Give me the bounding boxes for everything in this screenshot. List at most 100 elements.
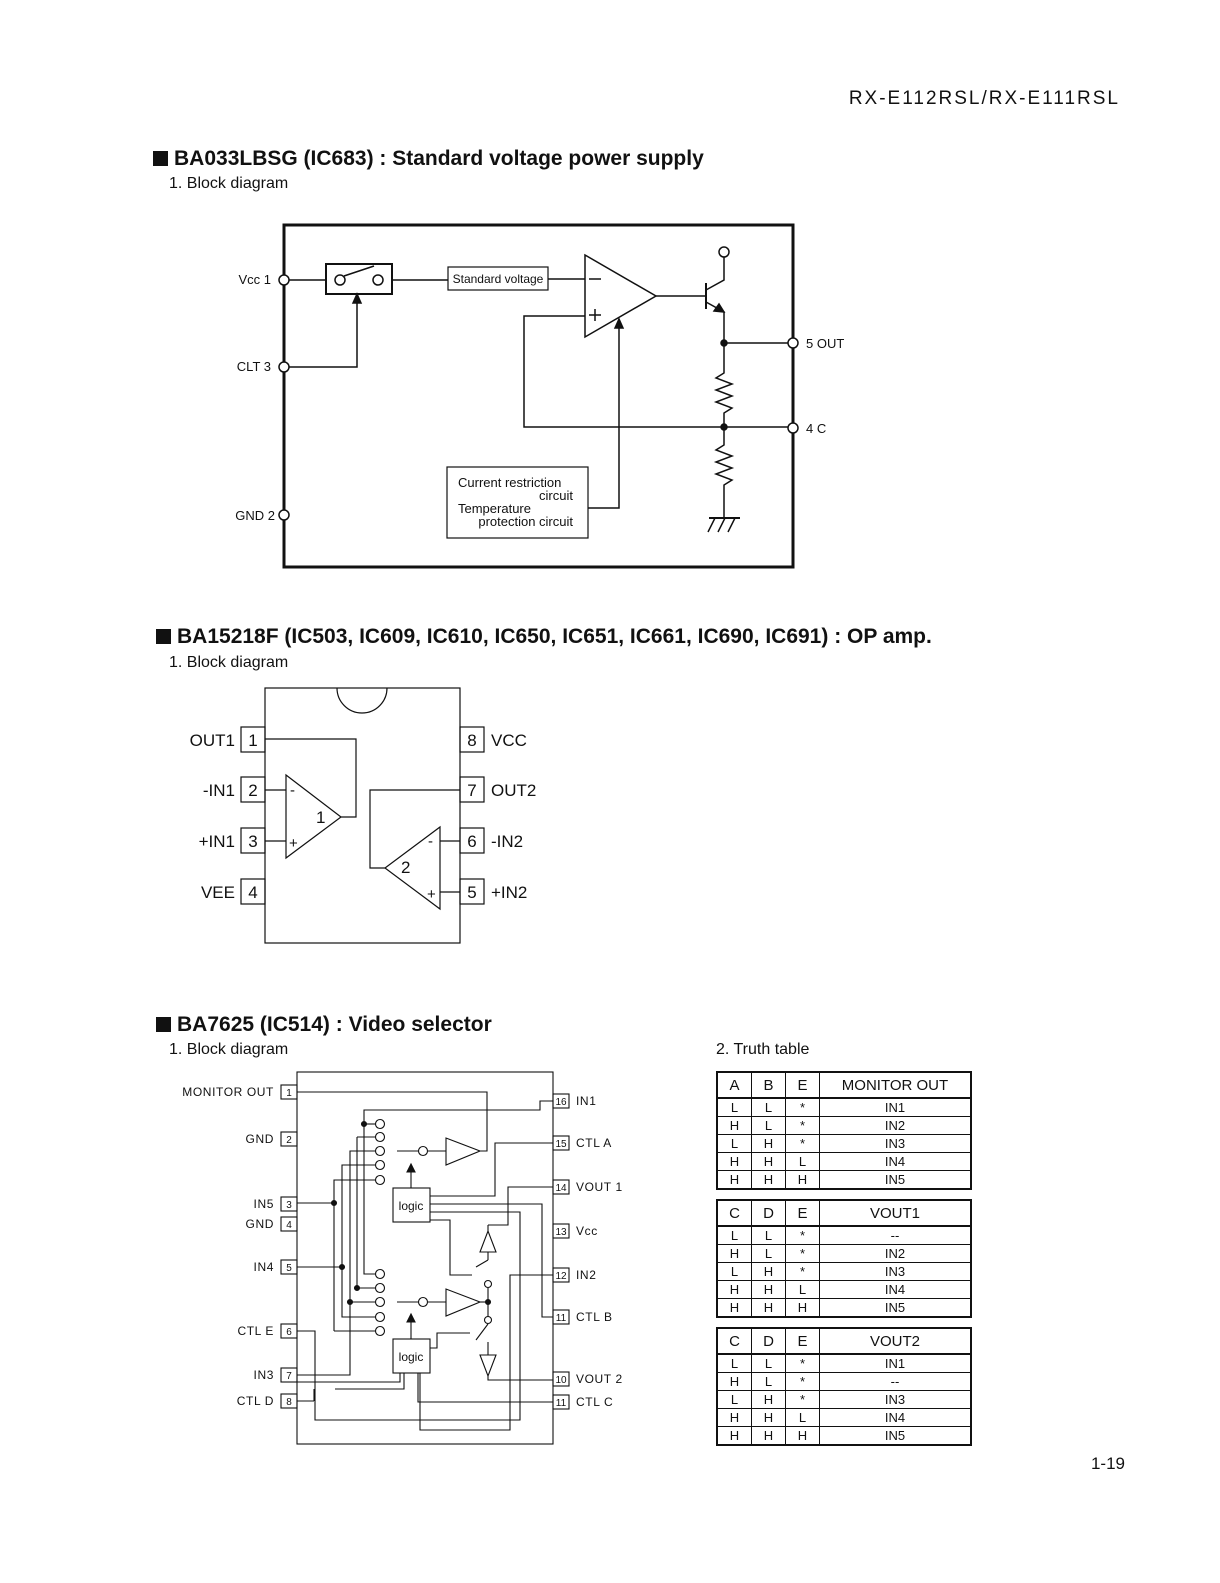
pin-number: 6 bbox=[467, 832, 476, 851]
standard-voltage-label: Standard voltage bbox=[453, 272, 544, 286]
minus-sign: - bbox=[428, 833, 433, 850]
table-cell: L bbox=[785, 1280, 820, 1299]
pin-name-monitor-out: MONITOR OUT bbox=[182, 1085, 274, 1099]
pin-name-vcc: VCC bbox=[491, 731, 527, 750]
supply-terminal-icon bbox=[718, 246, 730, 258]
table-header-cell: MONITOR OUT bbox=[819, 1071, 972, 1099]
table-cell: IN1 bbox=[819, 1353, 972, 1373]
model-number: RX-E112RSL/RX-E111RSL bbox=[848, 88, 1120, 109]
pin-number: 11 bbox=[556, 1313, 567, 1324]
table-cell: H bbox=[751, 1408, 786, 1427]
table-header-cell: VOUT2 bbox=[819, 1327, 972, 1355]
table-cell: L bbox=[716, 1262, 752, 1281]
pin-number: 4 bbox=[286, 1220, 292, 1231]
buffer-amp-icon bbox=[445, 1137, 482, 1166]
table-cell: H bbox=[751, 1390, 786, 1409]
table-header-cell: A bbox=[716, 1071, 752, 1099]
pin-label-out: 5 OUT bbox=[806, 336, 844, 351]
table-cell: L bbox=[751, 1244, 786, 1263]
table-cell: H bbox=[716, 1426, 752, 1446]
table-cell: H bbox=[751, 1170, 786, 1190]
pin-number: 8 bbox=[467, 731, 476, 750]
truth-table-title: 2. Truth table bbox=[716, 1041, 810, 1058]
pin-number: 3 bbox=[286, 1200, 292, 1211]
table-cell: H bbox=[751, 1298, 786, 1318]
section-subtitle: 1. Block diagram bbox=[169, 1041, 289, 1058]
table-cell: -- bbox=[819, 1225, 972, 1245]
opamp-1-label: 1 bbox=[316, 808, 325, 827]
table-header-cell: C bbox=[716, 1199, 752, 1227]
pin-number: 7 bbox=[286, 1371, 292, 1382]
table-cell: IN5 bbox=[819, 1426, 972, 1446]
table-cell: L bbox=[751, 1353, 786, 1373]
table-cell: * bbox=[785, 1116, 820, 1135]
table-cell: H bbox=[751, 1426, 786, 1446]
table-cell: L bbox=[751, 1225, 786, 1245]
pin-name-vee: VEE bbox=[201, 883, 235, 902]
table-cell: H bbox=[716, 1372, 752, 1391]
switch-block bbox=[325, 263, 393, 295]
table-header-cell: B bbox=[751, 1071, 786, 1099]
pin-label-vcc: Vcc 1 bbox=[238, 272, 271, 287]
table-cell: L bbox=[716, 1225, 752, 1245]
table-cell: -- bbox=[819, 1372, 972, 1391]
pin-number: 1 bbox=[286, 1088, 292, 1099]
table-cell: L bbox=[716, 1390, 752, 1409]
pin-name-in4: IN4 bbox=[254, 1260, 274, 1274]
output-buffer-icon bbox=[479, 1229, 497, 1253]
pin-name-in2-neg: -IN2 bbox=[491, 832, 523, 851]
table-cell: * bbox=[785, 1097, 820, 1117]
logic-block-2 bbox=[392, 1338, 431, 1374]
pin-name-ctl-b: CTL B bbox=[576, 1310, 613, 1324]
pin-label-clt: CLT 3 bbox=[237, 359, 271, 374]
pin-clt bbox=[278, 361, 290, 373]
temperature-label-2: protection circuit bbox=[478, 514, 573, 529]
pin-label-gnd: GND 2 bbox=[235, 508, 275, 523]
pin-name-vout1: VOUT 1 bbox=[576, 1180, 623, 1194]
table-cell: * bbox=[785, 1390, 820, 1409]
pin-c bbox=[787, 422, 799, 434]
section-subtitle: 1. Block diagram bbox=[169, 654, 289, 671]
table-cell: H bbox=[785, 1170, 820, 1190]
table-cell: H bbox=[751, 1262, 786, 1281]
pin-number: 8 bbox=[286, 1397, 292, 1408]
pin-label-c: 4 C bbox=[806, 421, 826, 436]
table-header-cell: D bbox=[751, 1327, 786, 1355]
section-title-ba7625: BA7625 (IC514) : Video selector bbox=[156, 1013, 492, 1037]
plus-sign: + bbox=[427, 886, 436, 903]
pin-name-ctl-d: CTL D bbox=[237, 1394, 274, 1408]
section-title-ba15218: BA15218F (IC503, IC609, IC610, IC650, IC… bbox=[156, 625, 932, 649]
pin-number: 16 bbox=[555, 1097, 567, 1108]
pin-out bbox=[787, 337, 799, 349]
table-cell: * bbox=[785, 1353, 820, 1373]
table-cell: H bbox=[716, 1116, 752, 1135]
table-cell: IN4 bbox=[819, 1280, 972, 1299]
current-restriction-label: Current restriction bbox=[458, 475, 561, 490]
table-cell: H bbox=[716, 1244, 752, 1263]
table-header-cell: E bbox=[785, 1071, 820, 1099]
table-cell: IN1 bbox=[819, 1097, 972, 1117]
table-cell: IN2 bbox=[819, 1244, 972, 1263]
pin-name-in2-pos: +IN2 bbox=[491, 883, 527, 902]
pin-number: 13 bbox=[555, 1227, 567, 1238]
opamp-1-icon bbox=[285, 773, 342, 860]
pin-number: 5 bbox=[286, 1263, 292, 1274]
table-header-cell: E bbox=[785, 1327, 820, 1355]
current-restriction-label-2: circuit bbox=[539, 488, 573, 503]
logic-label: logic bbox=[399, 1199, 424, 1213]
pin-number: 7 bbox=[467, 781, 476, 800]
section-title-text: BA7625 (IC514) : Video selector bbox=[177, 1013, 492, 1036]
pin-name-in5: IN5 bbox=[254, 1197, 274, 1211]
